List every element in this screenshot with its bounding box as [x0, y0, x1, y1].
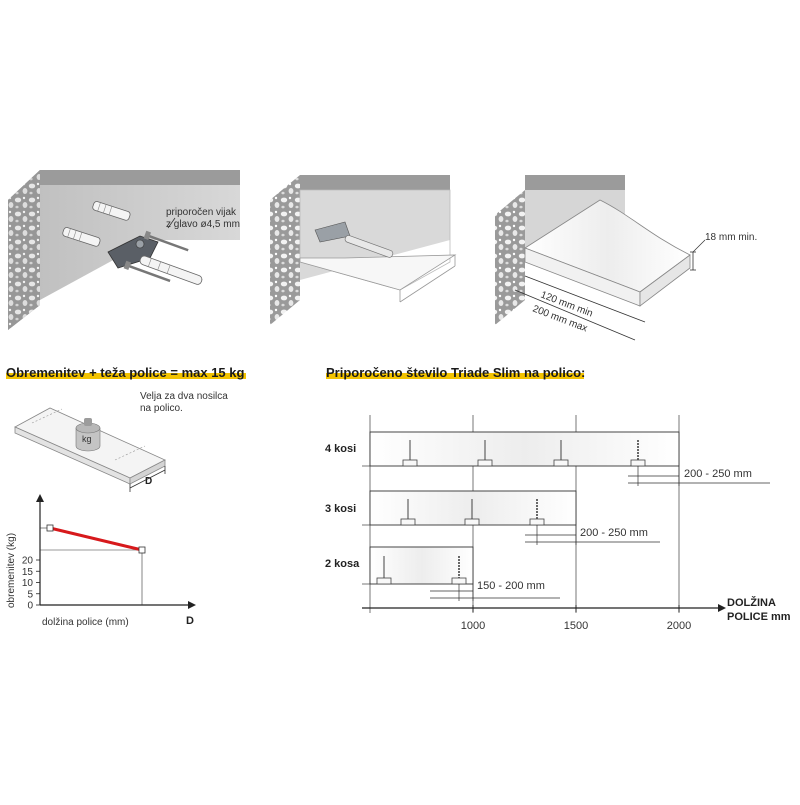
bracket-icon [477, 440, 493, 467]
load-point-end [138, 546, 146, 554]
xtick-1500: 1500 [564, 620, 588, 632]
thickness-note: 18 mm min. [705, 232, 757, 243]
xtick-1000: 1000 [461, 620, 485, 632]
bracket-icon [400, 499, 416, 526]
recommend-heading-highlight [326, 373, 584, 379]
shelf-load-illustration [14, 407, 166, 492]
bracket-icon [553, 440, 569, 467]
row-4-brackets [369, 431, 770, 486]
row-spacing-2: 150 - 200 mm [477, 580, 545, 592]
load-heading: Obremenitev + teža police = max 15 kg [6, 365, 245, 380]
bracket-icon [464, 499, 480, 526]
bracket-icon [376, 556, 392, 585]
screw-note-line2: z glavo ø4,5 mm [166, 219, 240, 230]
row-2-brackets [369, 546, 560, 601]
load-limit-line [49, 526, 143, 552]
axis-label-line1: DOLŽINA [727, 596, 776, 609]
shelf-transparent-illustration [299, 189, 457, 303]
recommend-heading: Priporočeno število Triade Slim na polic… [326, 365, 586, 380]
load-chart [36, 494, 196, 609]
load-chart-ytick-label: 15 [22, 567, 34, 578]
load-chart-ytick-label: 10 [22, 578, 34, 589]
wall-illustration-2 [270, 175, 450, 325]
row-3-brackets [369, 490, 660, 545]
load-chart-ytick-label: 20 [22, 556, 34, 567]
screw-note-line1: priporočen vijak [166, 207, 237, 218]
load-chart-ytick-label: 0 [27, 601, 33, 612]
axis-label-line2: POLICE mm [727, 611, 791, 623]
row-label-2: 2 kosa [325, 558, 360, 570]
load-point-start [46, 524, 54, 532]
load-note-line1: Velja za dva nosilca [140, 391, 228, 402]
xtick-2000: 2000 [667, 620, 691, 632]
row-label-4: 4 kosi [325, 443, 356, 455]
depth-label: D [145, 476, 152, 487]
weight-label: kg [82, 434, 92, 444]
shelf-solid-illustration [514, 199, 706, 341]
bracket-icon [402, 440, 418, 467]
row-label-3: 3 kosi [325, 503, 356, 515]
shelf-2000mm [369, 431, 680, 467]
load-chart-ylabel: obremenitev (kg) [6, 533, 17, 608]
load-chart-xlabel: dolžina police (mm) [42, 617, 129, 628]
load-chart-x-axis-label: D [186, 615, 194, 627]
load-note-line2: na polico. [140, 403, 183, 414]
row-spacing-3: 200 - 250 mm [580, 527, 648, 539]
bracket-and-screws-illustration [62, 201, 203, 285]
load-chart-ytick-label: 5 [27, 589, 33, 600]
row-spacing-4: 200 - 250 mm [684, 468, 752, 480]
load-heading-highlight [6, 373, 246, 379]
